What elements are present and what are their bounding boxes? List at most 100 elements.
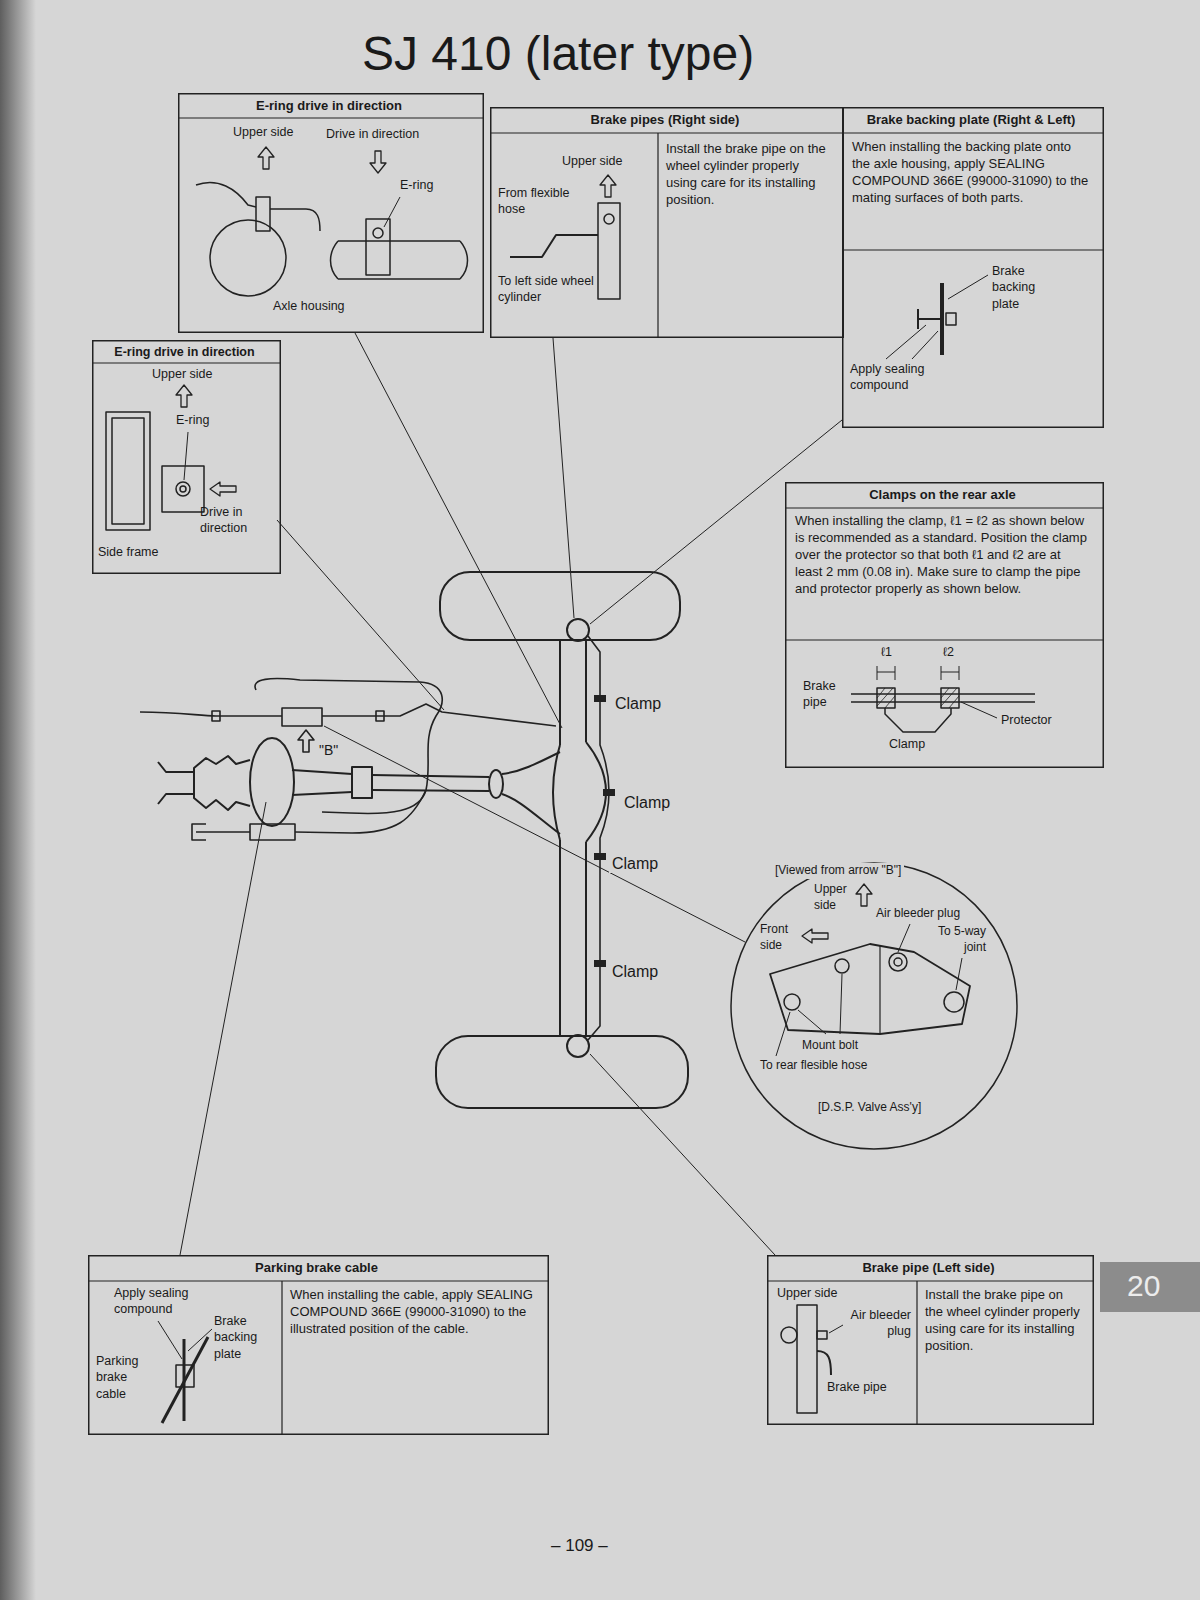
sketch-line (331, 241, 468, 279)
wheel-cylinder (567, 1035, 589, 1057)
box-border (179, 94, 484, 333)
box-heading: Brake pipe (Left side) (767, 1260, 1090, 1277)
part-label: E-ring (176, 412, 209, 428)
part-label: Parking brake cable (96, 1353, 154, 1402)
part-label: Air bleeder plug (876, 906, 960, 922)
view-arrow-label: "B" (316, 742, 341, 759)
note-text: When installing the backing plate onto t… (852, 139, 1090, 207)
view-arrow (298, 730, 314, 752)
sketch-circle (373, 228, 383, 238)
cell-divider (842, 249, 1104, 250)
cable-end (192, 824, 206, 840)
pipe-clip (376, 711, 384, 721)
part-label: Brake pipe (827, 1379, 887, 1395)
sketch-circle (889, 953, 907, 971)
note-text: When installing the clamp, ℓ1 = ℓ2 as sh… (795, 513, 1091, 597)
sketch-line (798, 1010, 826, 1034)
sketch-circle (604, 214, 614, 224)
part-label: To rear flesible hose (760, 1058, 872, 1074)
wheel-cylinder (567, 619, 589, 641)
sketch-line (176, 385, 192, 407)
sketch-line (258, 147, 274, 169)
sketch-circle (176, 482, 190, 496)
part-label: Clamp (612, 694, 664, 713)
part-label: From flexible hose (498, 185, 586, 218)
part-label: Upper side (562, 153, 622, 169)
sketch-line (918, 309, 942, 329)
heading-rule (490, 132, 844, 133)
sketch-line (946, 313, 956, 325)
brake-pipe (140, 712, 282, 716)
note-text: Install the brake pipe on the wheel cyli… (666, 141, 832, 209)
sketch-line (885, 708, 951, 732)
callout-box: E-ring drive in directionUpper sideE-rin… (92, 340, 281, 574)
sketch-line (829, 1325, 843, 1333)
heading-rule (842, 132, 1104, 133)
dsp-valve (282, 708, 322, 726)
part-label: To 5-way joint (924, 924, 986, 955)
part-label: Apply sealing compound (114, 1285, 210, 1318)
leader-line (553, 338, 574, 618)
sketch-line (106, 412, 150, 530)
sketch-line (886, 325, 926, 359)
equalizer (250, 824, 295, 840)
pipe-clamp (594, 960, 606, 967)
callout-box: Brake pipe (Left side)Upper sideAir blee… (767, 1255, 1094, 1425)
sketch-circle (835, 959, 849, 973)
sketch-line (366, 219, 390, 275)
part-label: Clamp (609, 854, 661, 873)
sketch-line (898, 924, 910, 952)
box-border (843, 108, 1104, 428)
sketch-line (162, 466, 204, 512)
brake-lines (140, 636, 609, 1040)
part-label: ℓ2 (943, 644, 954, 660)
sketch-circle (210, 220, 286, 296)
differential (553, 742, 606, 842)
sketch-line (817, 1331, 827, 1339)
tire (440, 572, 680, 640)
pipe-clamp (594, 695, 606, 702)
shaft (292, 770, 352, 795)
sketch-line (956, 958, 962, 990)
heading-rule (92, 362, 281, 363)
part-label: Brake backing plate (214, 1313, 276, 1362)
brake-hose (322, 704, 556, 726)
leader-line (180, 333, 842, 1255)
sketch-line (856, 884, 872, 906)
part-label: Axle housing (273, 298, 345, 314)
sketch-line (797, 1305, 817, 1413)
callout-box: Parking brake cable Apply sealing compoun… (88, 1255, 549, 1435)
box-heading: E-ring drive in direction (92, 344, 277, 360)
part-label: ℓ1 (881, 644, 892, 660)
note-text: Install the brake pipe on the wheel cyli… (925, 1287, 1083, 1355)
rear-axle (158, 572, 688, 1108)
part-label: Brake backing plate (992, 263, 1054, 312)
sketch-line (912, 331, 938, 359)
part-label: To left side wheel cylinder (498, 273, 594, 306)
sketch-circle (894, 958, 902, 966)
propeller-shaft (372, 775, 489, 791)
detail-view-circle: [Viewed from arrow "B"]Upper sideFront s… (730, 862, 1018, 1150)
part-label: Upper side (814, 882, 856, 913)
leader-line (180, 802, 266, 1255)
parking-brake-cable (255, 679, 442, 814)
part-label: Brake pipe (803, 678, 849, 711)
heading-rule (178, 117, 484, 118)
part-label: Upper side (152, 366, 212, 382)
sketch-line (961, 702, 997, 718)
leader-line (324, 726, 745, 942)
universal-joint (352, 767, 372, 798)
leader-line (590, 1054, 775, 1255)
sketch-line (598, 203, 620, 299)
sketch-line (770, 944, 970, 1034)
part-label: Protector (1001, 712, 1052, 728)
part-label: Mount bolt (802, 1038, 858, 1054)
part-label: [Viewed from arrow "B"] (772, 863, 904, 879)
part-label: Upper side (777, 1285, 837, 1301)
part-label: Clamp (889, 736, 925, 752)
sketch-line (196, 182, 256, 207)
section-tab (1100, 1262, 1200, 1312)
part-label: E-ring (400, 177, 433, 193)
sketch-line (370, 151, 386, 173)
section-tab-number: 20 (1124, 1268, 1163, 1304)
